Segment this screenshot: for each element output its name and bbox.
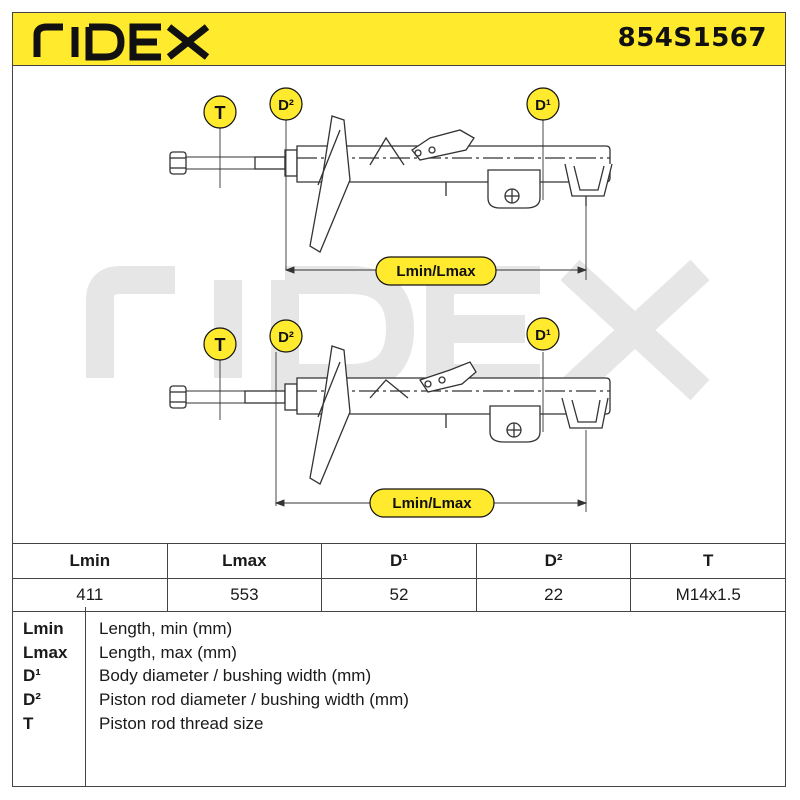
header-lmax: Lmax (166, 543, 323, 579)
dimension-label-upper: Lmin/Lmax (375, 256, 497, 286)
legend-row-d1: D¹ Body diameter / bushing width (mm) (13, 666, 787, 690)
dimensions-upper (186, 120, 588, 280)
legend-key: Lmin (23, 619, 64, 638)
badge-d1-lower: D¹ (526, 317, 560, 351)
spec-header-row: Lmin Lmax D¹ D² T (12, 543, 786, 579)
value-d2: 22 (475, 578, 632, 612)
badge-d1-upper: D¹ (526, 87, 560, 121)
legend-description: Length, min (mm) (99, 619, 233, 638)
header-d2: D² (475, 543, 632, 579)
legend-description: Piston rod thread size (99, 714, 264, 733)
legend-key: Lmax (23, 643, 68, 662)
svg-text:T: T (215, 335, 226, 355)
legend-divider (85, 607, 86, 786)
legend-description: Body diameter / bushing width (mm) (99, 666, 372, 685)
strut-lower (169, 345, 611, 485)
badge-d2-lower: D² (269, 319, 303, 353)
svg-text:D²: D² (278, 329, 294, 346)
legend-description: Length, max (mm) (99, 643, 237, 662)
ridex-logo (33, 23, 210, 61)
legend-row-lmin: Lmin Length, min (mm) (13, 619, 787, 643)
value-lmin: 411 (12, 578, 168, 612)
part-number: 854S1567 (617, 23, 767, 53)
badge-t-lower: T (203, 327, 237, 361)
value-t: M14x1.5 (630, 578, 786, 612)
header-bar: 854S1567 (12, 12, 786, 66)
badge-t-upper: T (203, 95, 237, 129)
legend-row-lmax: Lmax Length, max (mm) (13, 643, 787, 667)
dimension-label-lower: Lmin/Lmax (369, 488, 495, 518)
legend-key: D¹ (23, 666, 41, 685)
legend-row-d2: D² Piston rod diameter / bushing width (… (13, 690, 787, 714)
header-lmin: Lmin (12, 543, 168, 579)
svg-text:D¹: D¹ (535, 327, 551, 344)
svg-text:D¹: D¹ (535, 97, 551, 114)
strut-upper (169, 115, 613, 253)
legend-description: Piston rod diameter / bushing width (mm) (99, 690, 409, 709)
shock-absorber-drawing: T D² D¹ Lmin/Lmax T D² D¹ Lmin/Lm (86, 87, 710, 518)
legend-row-t: T Piston rod thread size (13, 714, 787, 738)
legend-key: T (23, 714, 34, 733)
watermark-ridex (86, 259, 710, 401)
svg-text:D²: D² (278, 97, 294, 114)
header-t: T (630, 543, 786, 579)
drawing-frame (12, 66, 786, 544)
legend: Lmin Length, min (mm) Lmax Length, max (… (12, 607, 786, 787)
svg-text:Lmin/Lmax: Lmin/Lmax (392, 495, 472, 512)
header-d1: D¹ (321, 543, 477, 579)
value-lmax: 553 (166, 578, 323, 612)
svg-text:T: T (215, 103, 226, 123)
badge-d2-upper: D² (269, 87, 303, 121)
spec-table: Lmin Lmax D¹ D² T 411 553 52 22 M14x1.5 (12, 543, 786, 612)
legend-key: D² (23, 690, 41, 709)
value-d1: 52 (321, 578, 477, 612)
svg-text:Lmin/Lmax: Lmin/Lmax (396, 263, 476, 280)
spec-value-row: 411 553 52 22 M14x1.5 (12, 578, 786, 612)
